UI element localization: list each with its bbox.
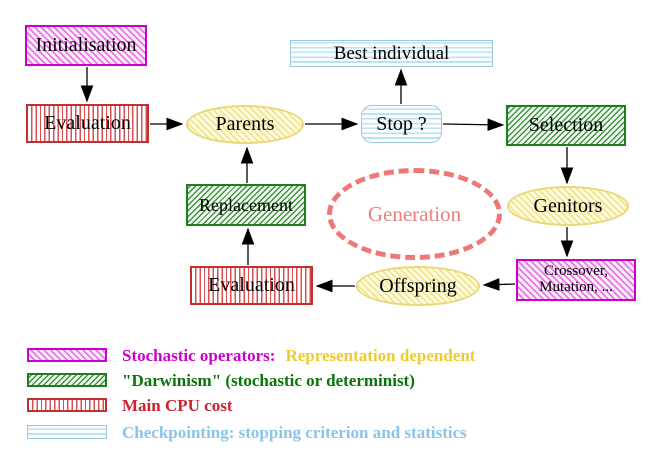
crossover-line2: Mutation, ...	[539, 279, 613, 295]
node-replacement: Replacement	[186, 184, 306, 226]
node-genitors: Genitors	[507, 186, 629, 226]
node-evaluation-top: Evaluation	[26, 104, 149, 143]
legend-label-representation: Representation dependent	[285, 346, 476, 365]
legend-row-stochastic-operators: Stochastic operators: Representation depe…	[122, 346, 475, 365]
arrow-crossover-to-offspring	[482, 278, 516, 291]
node-best-individual: Best individual	[290, 40, 493, 67]
legend-row-darwinism: "Darwinism" (stochastic or determinist)	[122, 371, 415, 390]
node-selection: Selection	[506, 105, 626, 146]
legend-swatch-checkpointing	[27, 425, 107, 439]
node-parents: Parents	[186, 105, 304, 144]
legend-swatch-cpu-cost	[27, 398, 107, 412]
node-offspring: Offspring	[356, 266, 480, 306]
legend-row-cpu-cost: Main CPU cost	[122, 396, 233, 415]
crossover-line1: Crossover,	[544, 263, 608, 280]
node-generation: Generation	[327, 168, 502, 260]
arrow-stop-to-selection	[442, 118, 505, 132]
node-evaluation-bottom: Evaluation	[190, 266, 313, 305]
legend-label-stochastic: Stochastic operators:	[122, 346, 276, 365]
legend-swatch-stochastic-operators	[27, 348, 107, 362]
node-stop: Stop ?	[361, 105, 442, 143]
node-initialisation: Initialisation	[25, 25, 147, 66]
node-crossover-mutation: Crossover, Mutation, ...	[516, 259, 636, 301]
legend-row-checkpointing: Checkpointing: stopping criterion and st…	[122, 423, 467, 442]
legend-swatch-darwinism	[27, 373, 107, 387]
